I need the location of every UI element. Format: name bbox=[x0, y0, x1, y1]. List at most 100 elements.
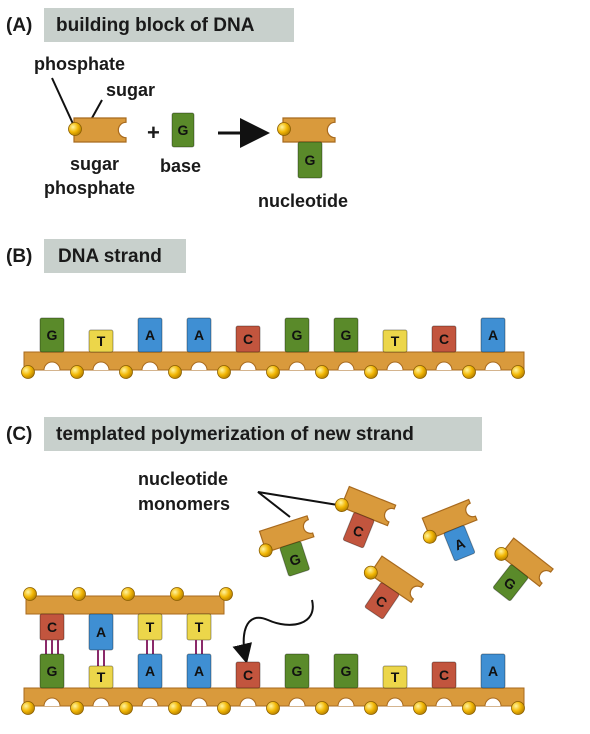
backbone-notch bbox=[484, 361, 502, 371]
phosphate-ball bbox=[119, 365, 133, 379]
base-A: A bbox=[137, 317, 163, 353]
panel-c-tag: (C) bbox=[6, 424, 32, 445]
phosphate-ball bbox=[277, 122, 291, 136]
sugar-block bbox=[499, 537, 554, 588]
base-letter: C bbox=[243, 331, 253, 347]
phosphate-ball bbox=[21, 365, 35, 379]
phosphate-ball bbox=[462, 701, 476, 715]
base-C-block bbox=[431, 661, 457, 689]
phosphate-ball bbox=[315, 365, 329, 379]
base-C-block bbox=[235, 325, 261, 353]
backbone-notch bbox=[337, 697, 355, 707]
base-T: T bbox=[186, 613, 212, 641]
backbone-notch bbox=[288, 361, 306, 371]
base-A: A bbox=[186, 653, 212, 689]
panel-a-tag: (A) bbox=[6, 15, 32, 36]
monomers-callout: nucleotide monomers bbox=[138, 469, 345, 518]
panel-b-header: (B) DNA strand bbox=[6, 239, 186, 273]
base-A-block bbox=[480, 653, 506, 689]
base-A-block bbox=[186, 317, 212, 353]
panel-b-title-bg bbox=[44, 239, 186, 273]
base-T-block bbox=[137, 613, 163, 641]
base-letter: A bbox=[145, 663, 155, 679]
base-T: T bbox=[88, 665, 114, 689]
phosphate-ball bbox=[219, 587, 233, 601]
base-G: G bbox=[39, 653, 65, 689]
incoming-arrow bbox=[232, 599, 314, 664]
base-C-block bbox=[235, 661, 261, 689]
phosphate-ball bbox=[21, 701, 35, 715]
base-A-block bbox=[137, 317, 163, 353]
phosphate-ball bbox=[217, 365, 231, 379]
panel-b-title: DNA strand bbox=[58, 246, 162, 267]
phosphate-ball bbox=[364, 701, 378, 715]
backbone-notch bbox=[141, 361, 159, 371]
sugar-block bbox=[421, 498, 478, 540]
panel-c-header: (C) templated polymerization of new stra… bbox=[6, 417, 482, 451]
base-letter: T bbox=[97, 333, 106, 349]
sugar-phosphate-label-line2: phosphate bbox=[44, 178, 135, 198]
backbone-notch bbox=[43, 361, 61, 371]
panel-a-content: phosphate sugar + G G sugar phosphate ba… bbox=[34, 54, 348, 211]
phosphate-ball bbox=[462, 365, 476, 379]
phosphate-ball bbox=[168, 365, 182, 379]
phosphate-ball bbox=[413, 365, 427, 379]
backbone-notch bbox=[141, 697, 159, 707]
base-letter: T bbox=[195, 619, 204, 635]
base-C: C bbox=[431, 325, 457, 353]
base-letter: G bbox=[287, 550, 302, 569]
base-letter: G bbox=[292, 663, 303, 679]
phosphate-ball bbox=[70, 701, 84, 715]
base-letter: T bbox=[391, 333, 400, 349]
sugar-block bbox=[368, 555, 425, 604]
base-G-block bbox=[284, 317, 310, 353]
backbone-notch bbox=[337, 361, 355, 371]
phosphate-ball bbox=[266, 365, 280, 379]
sugar-phosphate-unit bbox=[68, 117, 127, 143]
monomers-label-line2: monomers bbox=[138, 494, 230, 514]
base-C-block bbox=[342, 512, 375, 549]
backbone-notch bbox=[386, 697, 404, 707]
nucleotide-unit: G bbox=[277, 117, 336, 179]
phosphate-ball bbox=[258, 543, 273, 558]
free-monomer-C: C bbox=[363, 555, 425, 620]
base-letter: G bbox=[178, 122, 189, 138]
base-G-block bbox=[279, 541, 310, 577]
phosphate-ball bbox=[413, 701, 427, 715]
plus-sign: + bbox=[147, 120, 160, 145]
backbone-notch bbox=[190, 361, 208, 371]
free-monomer-A: A bbox=[421, 498, 478, 562]
base-letter: G bbox=[341, 663, 352, 679]
backbone-notch bbox=[288, 697, 306, 707]
base-letter: C bbox=[439, 667, 449, 683]
base-letter: A bbox=[488, 327, 498, 343]
base-T: T bbox=[382, 329, 408, 353]
sugar-pointer bbox=[91, 99, 103, 119]
base-G-block bbox=[39, 317, 65, 353]
backbone-notch bbox=[435, 361, 453, 371]
backbone-notch bbox=[92, 361, 110, 371]
base-A-block bbox=[443, 525, 476, 562]
base-C: C bbox=[235, 325, 261, 353]
base-T-block bbox=[88, 329, 114, 353]
base-A: A bbox=[480, 653, 506, 689]
base-G-block bbox=[39, 653, 65, 689]
base-C: C bbox=[431, 661, 457, 689]
free-monomer-G: G bbox=[493, 537, 554, 601]
panel-c-title-bg bbox=[44, 417, 482, 451]
base-C-block bbox=[364, 582, 400, 620]
base-T-block bbox=[186, 613, 212, 641]
base-letter: T bbox=[391, 669, 400, 685]
panel-a-title-bg bbox=[44, 8, 294, 42]
backbone-notch bbox=[435, 697, 453, 707]
sugar-block bbox=[73, 117, 127, 143]
base-C: C bbox=[235, 661, 261, 689]
base-letter: T bbox=[146, 619, 155, 635]
base-letter: G bbox=[47, 663, 58, 679]
base-G-block bbox=[333, 317, 359, 353]
phosphate-ball bbox=[72, 587, 86, 601]
base-letter: A bbox=[145, 327, 155, 343]
